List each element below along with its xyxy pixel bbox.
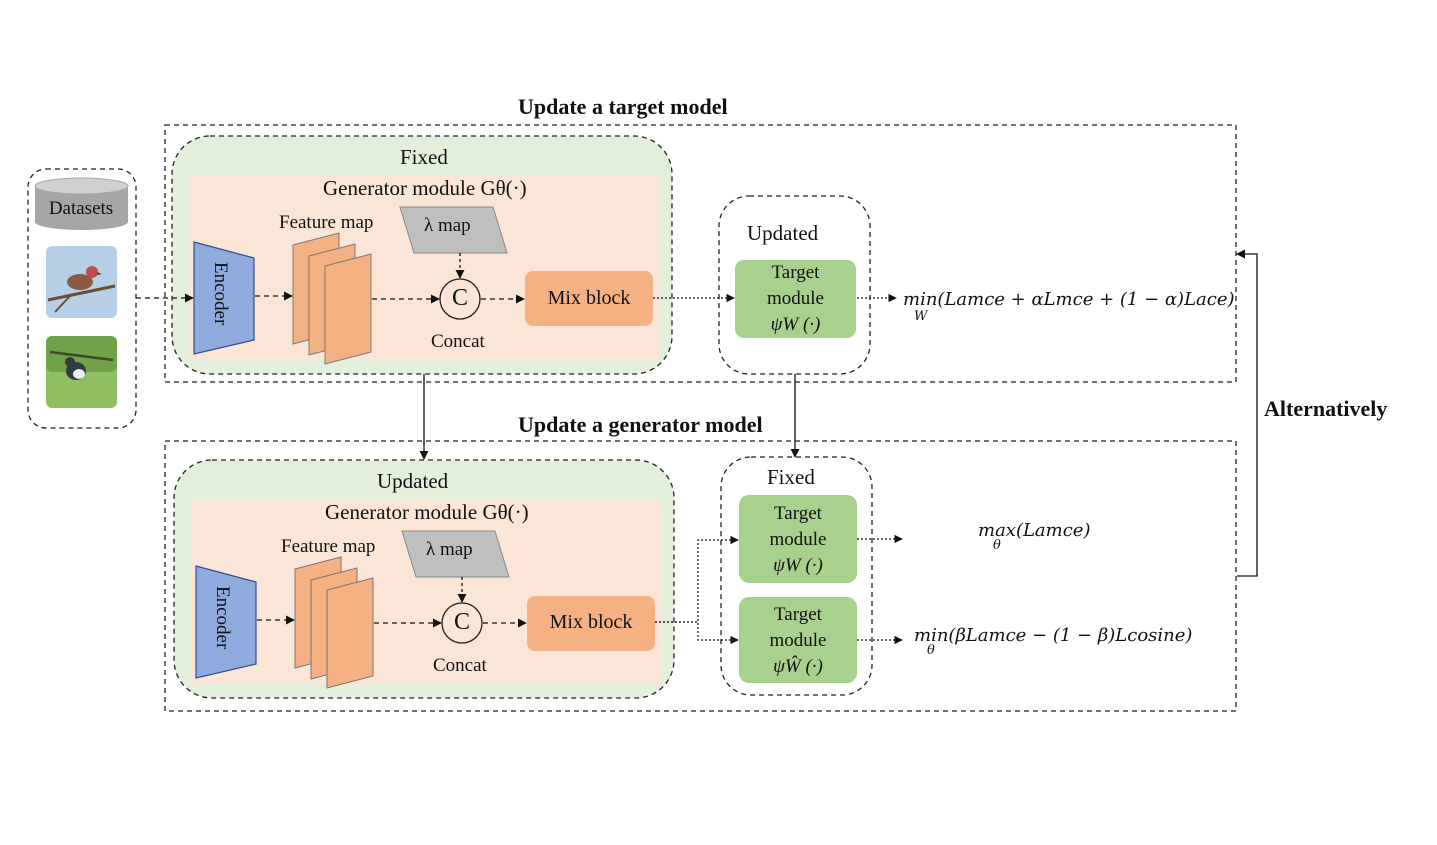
bottom-mix-block-shape bbox=[527, 596, 655, 651]
bottom-objective-b: min(βLamce − (1 − β)Lcosine) bbox=[914, 625, 1193, 646]
bottom-lambda-map-label: λ map bbox=[426, 539, 473, 560]
bottom-lambda-map-shape bbox=[401, 530, 510, 578]
top-section-border bbox=[164, 124, 1237, 383]
bottom-target-module-a-shape bbox=[739, 495, 857, 583]
bottom-target-state: Fixed bbox=[767, 465, 815, 489]
bottom-target-module-b-label: Target module ψŴ (·) bbox=[739, 602, 857, 680]
bottom-generator-state: Updated bbox=[377, 469, 449, 493]
bird-image-2 bbox=[46, 336, 117, 408]
bottom-encoder-label: Encoder bbox=[212, 586, 233, 650]
database-icon bbox=[34, 177, 129, 230]
bottom-target-module-b-shape bbox=[739, 597, 857, 683]
datasets-label: Datasets bbox=[48, 198, 114, 219]
top-encoder-shape bbox=[193, 241, 255, 355]
bottom-generator-inner bbox=[191, 499, 661, 683]
alternatively-bracket bbox=[1236, 249, 1258, 577]
top-target-line1: Target bbox=[771, 262, 820, 283]
top-lambda-map-shape bbox=[399, 206, 508, 254]
bottom-concat-circle bbox=[441, 602, 483, 644]
bottom-target-a-line3: ψW (·) bbox=[773, 555, 823, 576]
bottom-feature-map-label: Feature map bbox=[281, 536, 376, 557]
top-objective: min(Lamce + αLmce + (1 − α)Lace) bbox=[903, 289, 1235, 310]
top-encoder-label: Encoder bbox=[210, 262, 231, 326]
bottom-concat-label: Concat bbox=[433, 655, 487, 676]
bottom-target-box bbox=[720, 456, 873, 696]
bottom-target-a-line2: module bbox=[769, 529, 827, 550]
bottom-feature-map-stack bbox=[294, 556, 374, 689]
bottom-target-a-line1: Target bbox=[774, 503, 822, 524]
bottom-mix-block-label: Mix block bbox=[549, 611, 633, 633]
alternatively-label: Alternatively bbox=[1264, 396, 1388, 421]
bottom-objective-a-sub: θ bbox=[993, 538, 1001, 553]
top-feature-map-label: Feature map bbox=[279, 212, 374, 233]
bottom-target-module-a-label: Target module ψW (·) bbox=[739, 501, 857, 579]
top-target-state: Updated bbox=[747, 221, 819, 245]
top-mix-block-shape bbox=[525, 271, 653, 326]
top-target-module-label: Target module ψW (·) bbox=[735, 260, 856, 338]
bottom-target-b-line2: module bbox=[769, 630, 827, 651]
bottom-target-b-line1: Target bbox=[774, 604, 822, 625]
bottom-generator-label: Generator module Gθ(·) bbox=[325, 500, 529, 524]
bird-image-1 bbox=[46, 246, 117, 318]
top-objective-sub: W bbox=[914, 309, 928, 324]
top-section-title: Update a target model bbox=[518, 94, 728, 119]
top-target-module-shape bbox=[735, 260, 856, 338]
top-target-line3: ψW (·) bbox=[770, 314, 821, 335]
top-target-box bbox=[718, 195, 871, 375]
top-concat-label: Concat bbox=[431, 331, 485, 352]
top-concat-symbol: C bbox=[451, 285, 469, 311]
bottom-objective-b-sub: θ bbox=[927, 643, 935, 658]
top-target-line2: module bbox=[767, 288, 824, 309]
top-lambda-map-label: λ map bbox=[424, 215, 471, 236]
top-concat-circle bbox=[439, 278, 481, 320]
bottom-objective-a: max(Lamce) bbox=[978, 520, 1091, 541]
bottom-encoder-shape bbox=[195, 565, 257, 679]
bottom-section-title: Update a generator model bbox=[518, 412, 763, 437]
top-generator-label: Generator module Gθ(·) bbox=[323, 176, 527, 200]
top-generator-inner bbox=[189, 175, 659, 359]
top-feature-map-stack bbox=[292, 232, 372, 365]
bottom-target-b-line3: ψŴ (·) bbox=[773, 656, 823, 677]
top-generator-state: Fixed bbox=[400, 145, 448, 169]
bottom-concat-symbol: C bbox=[453, 609, 471, 635]
bottom-section-border bbox=[164, 440, 1237, 712]
top-mix-block-label: Mix block bbox=[547, 287, 631, 309]
